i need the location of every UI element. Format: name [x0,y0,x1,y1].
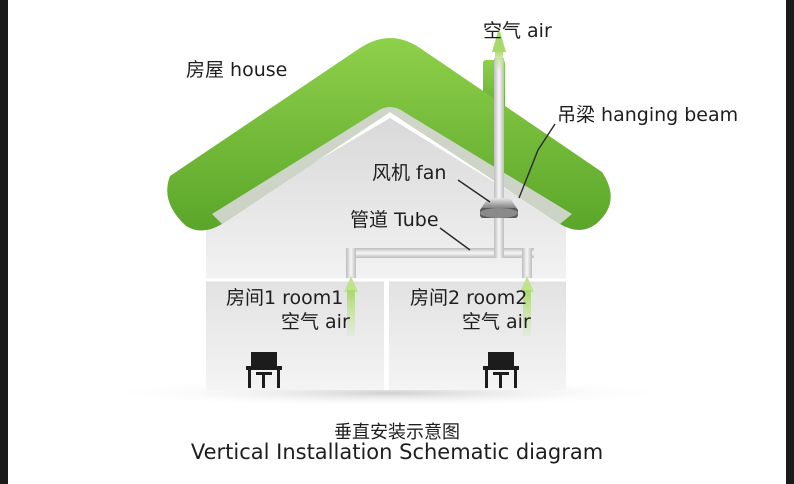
tube-drop-room1 [346,248,356,278]
up-arrow-icon [492,28,506,70]
chair-icon [246,352,282,388]
room1-name-label: 房间1 room1 [226,287,344,309]
vertical-tube [494,58,504,248]
tube-join [494,230,504,258]
fan-label: 风机 fan [372,162,447,184]
horizontal-tube [346,248,534,258]
up-arrow-icon [520,276,534,336]
house-label: 房屋 house [186,59,288,81]
room-divider-wall [384,280,389,390]
tube-label: 管道 Tube [350,209,439,231]
chair-icon [483,352,519,388]
tube-drop-room2 [522,248,532,278]
up-arrow-icon [344,276,358,336]
room1-air-label: 空气 air [281,311,350,333]
hanging-beam-label: 吊梁 hanging beam [557,104,739,126]
room2-name-label: 房间2 room2 [410,287,528,309]
air-top-label: 空气 air [483,20,552,42]
house-wall [206,118,566,280]
hanging-beam-leader [518,123,556,199]
caption-chinese: 垂直安装示意图 [334,422,460,443]
tube-leader [439,227,471,251]
caption-english: Vertical Installation Schematic diagram [190,440,604,464]
room2-air-label: 空气 air [462,311,531,333]
fan-leader [457,179,491,203]
